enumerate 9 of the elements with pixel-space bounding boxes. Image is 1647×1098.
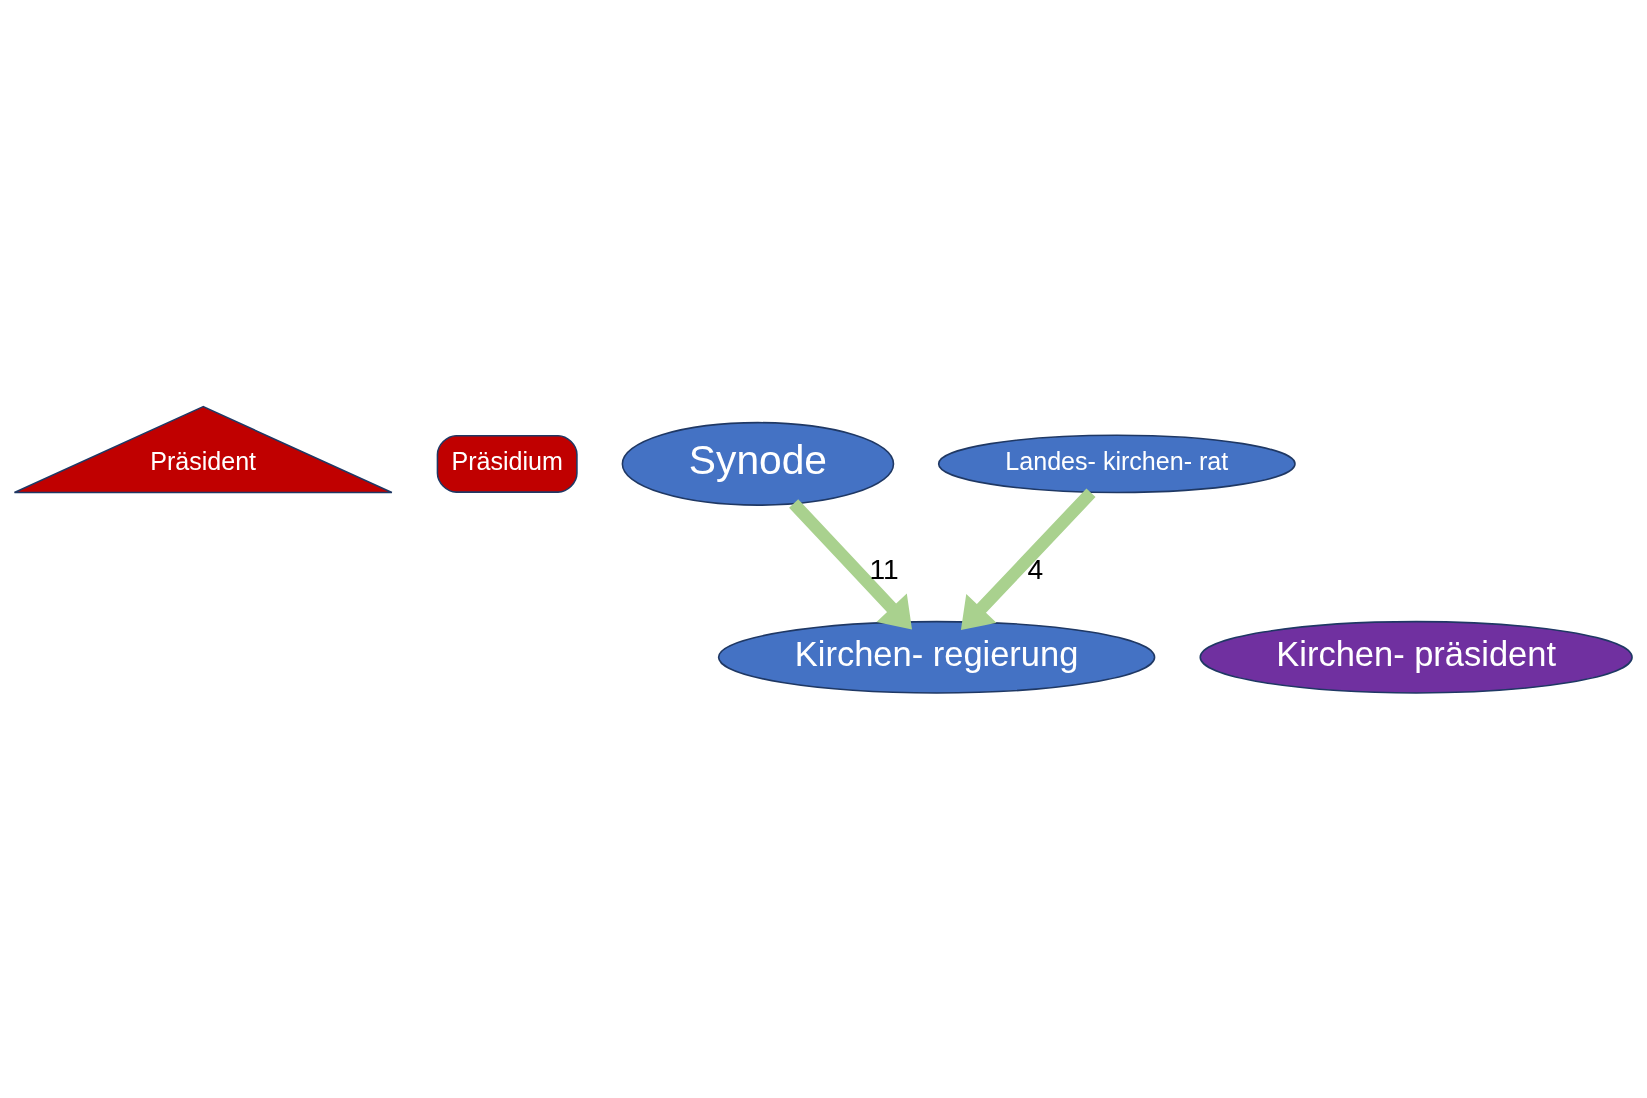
arrow <box>960 487 1096 630</box>
arrow <box>789 498 912 629</box>
edge-label: 4 <box>1027 552 1044 585</box>
node-box: Präsidium <box>436 434 578 493</box>
node-ellipse: Kirchen- präsident <box>1199 620 1633 694</box>
node-ellipse: Kirchen- regierung <box>717 620 1156 694</box>
node-ellipse: Landes- kirchen- rat <box>937 433 1296 493</box>
edge-label: 11 <box>869 552 899 585</box>
node-ellipse: Synode <box>621 421 895 506</box>
